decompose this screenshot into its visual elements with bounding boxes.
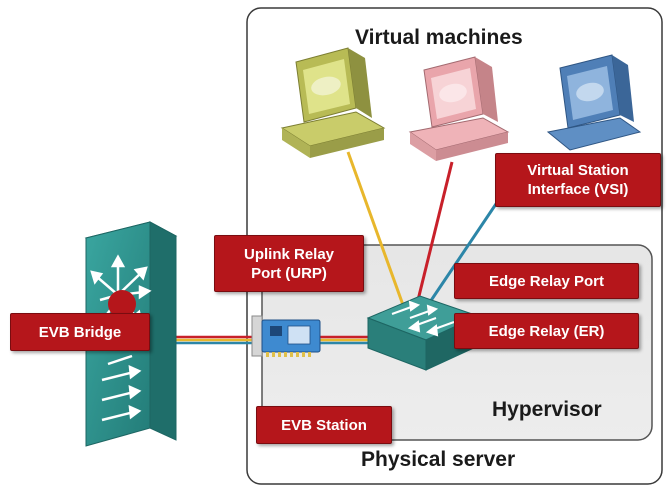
evb-bridge-label: EVB Bridge [10,313,150,351]
edge-relay-label: Edge Relay (ER) [454,313,639,349]
evb-station-label: EVB Station [256,406,392,444]
virtual-machines-title: Virtual machines [355,26,523,49]
monitor-icon [280,47,386,158]
hypervisor-title: Hypervisor [492,398,602,421]
vsi-label-line1: Virtual Station [527,162,629,179]
physical-server-title: Physical server [361,448,516,471]
urp-label-line1: Uplink Relay [243,245,335,263]
network-card-icon [251,315,321,357]
urp-label-line2: Port (URP) [251,264,327,282]
monitor-icon [408,56,510,161]
vm-link-blue [428,197,502,303]
monitor-icon [546,54,642,151]
vsi-label-line2: Interface (VSI) [527,181,629,198]
vsi-label: Virtual Station Interface (VSI) [495,153,661,207]
edge-relay-port-label: Edge Relay Port [454,263,639,299]
vm-link-yellow [346,151,405,306]
urp-label: Uplink Relay Port (URP) [214,235,364,292]
vm-link-red [416,161,454,301]
